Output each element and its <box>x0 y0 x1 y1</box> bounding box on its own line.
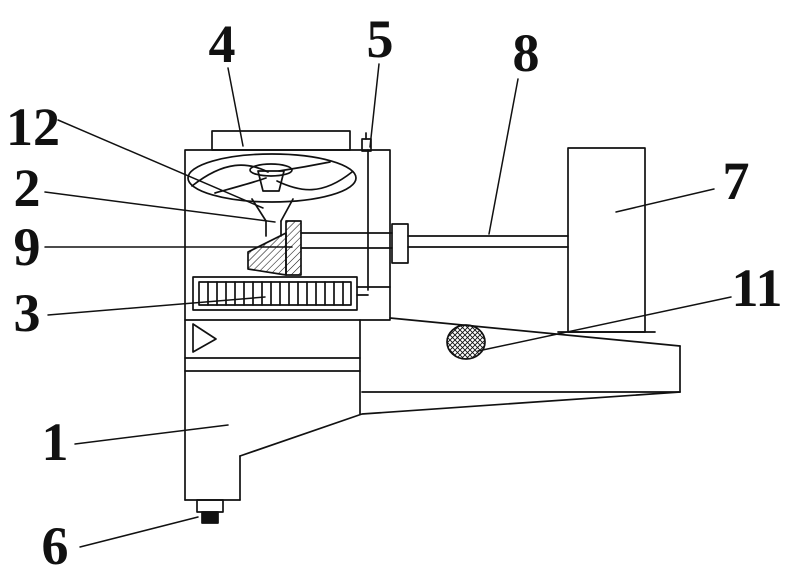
top-fitting <box>361 132 372 152</box>
leader-11 <box>477 296 732 352</box>
fan-impeller <box>187 153 357 203</box>
foot <box>196 499 224 524</box>
part-label-7: 7 <box>722 151 750 211</box>
grate <box>192 276 358 311</box>
collector-part <box>446 324 486 360</box>
leader-2 <box>44 191 276 223</box>
leader-lines <box>44 63 732 548</box>
part-label-5: 5 <box>366 9 394 69</box>
leader-5 <box>369 63 380 148</box>
leader-6 <box>79 516 199 548</box>
leader-1 <box>74 424 229 445</box>
leader-12 <box>57 119 264 209</box>
part-label-3: 3 <box>13 283 41 343</box>
housing <box>184 149 391 321</box>
part-label-1: 1 <box>41 412 69 472</box>
top-flange <box>211 130 351 151</box>
part-label-12: 12 <box>6 97 60 157</box>
leader-4 <box>227 67 244 147</box>
part-label-9: 9 <box>13 217 41 277</box>
part-label-8: 8 <box>512 23 540 83</box>
part-label-2: 2 <box>13 158 41 218</box>
leader-8 <box>488 78 519 235</box>
part-label-11: 11 <box>731 258 783 318</box>
part-label-6: 6 <box>41 516 69 576</box>
machine-bed <box>184 317 681 501</box>
motor-box <box>557 147 656 333</box>
drive-shaft <box>300 223 569 264</box>
bevel-gear <box>247 198 302 276</box>
part-label-4: 4 <box>208 14 236 74</box>
leader-3 <box>47 296 266 316</box>
leader-7 <box>615 188 715 213</box>
